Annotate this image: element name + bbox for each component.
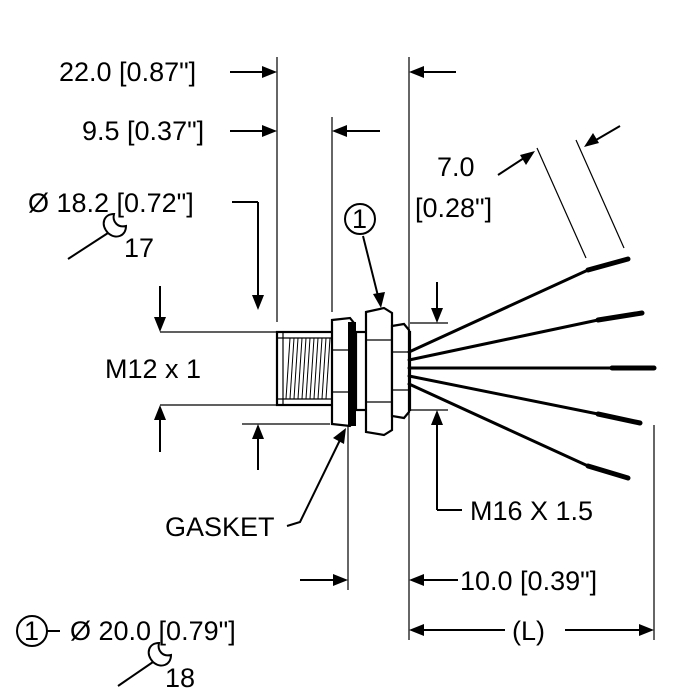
lock-nut xyxy=(390,322,411,420)
callout-number: 1 xyxy=(24,616,39,646)
gasket-ring xyxy=(348,322,356,426)
across-flats-label: Ø 18.2 [0.72"] xyxy=(28,188,194,218)
strip-length-inch-label: [0.28"] xyxy=(415,193,492,223)
strip-length-label: 7.0 xyxy=(437,152,475,182)
wrench-size-label: 17 xyxy=(124,233,154,263)
dimension-arrows xyxy=(154,66,654,636)
nut-across-flats-label: Ø 20.0 [0.79"] xyxy=(70,616,236,646)
panel-thread-label: M16 X 1.5 xyxy=(470,496,593,526)
thread-size-label: M12 x 1 xyxy=(105,354,201,384)
wrench-icon xyxy=(67,212,128,260)
thread-hatch xyxy=(285,337,331,400)
cable-length-label: (L) xyxy=(512,616,545,646)
panel-nut xyxy=(364,306,394,437)
wrench-icon xyxy=(117,641,173,687)
connector-body xyxy=(275,306,412,437)
callout-number: 1 xyxy=(352,204,367,234)
callout-marker xyxy=(344,203,376,235)
gasket-label: GASKET xyxy=(165,512,275,542)
overall-length-label: 22.0 [0.87"] xyxy=(59,57,196,87)
nut-wrench-size-label: 18 xyxy=(165,663,195,693)
rear-length-label: 10.0 [0.39"] xyxy=(460,566,597,596)
flange-length-label: 9.5 [0.37"] xyxy=(82,116,204,146)
wire-leads xyxy=(407,256,657,481)
